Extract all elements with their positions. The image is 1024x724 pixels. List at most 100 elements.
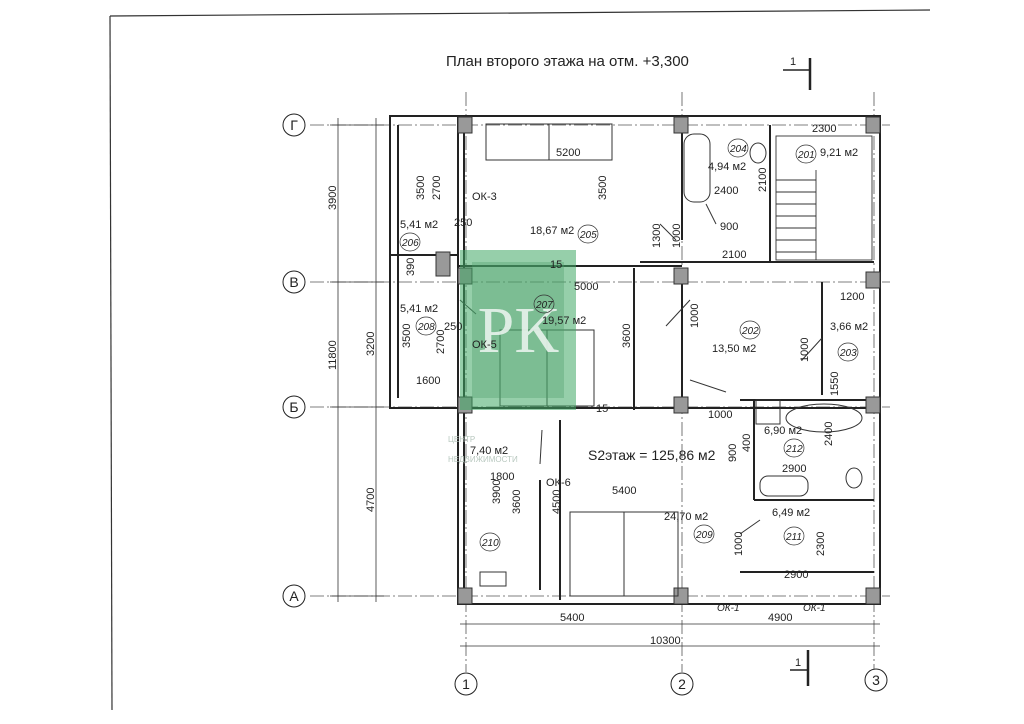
drawing-title: План второго этажа на отм. +3,300 xyxy=(446,53,689,70)
room-204-area: 4,94 м2 xyxy=(708,161,746,173)
svg-text:1000: 1000 xyxy=(671,224,683,248)
svg-text:1000: 1000 xyxy=(733,532,745,556)
svg-text:3500: 3500 xyxy=(415,176,427,200)
room-201-area: 9,21 м2 xyxy=(820,147,858,159)
window-ok1-b: ОК-1 xyxy=(803,603,826,614)
window-labels: ОК-3 ОК-5 ОК-6 xyxy=(472,191,571,489)
dim-3900: 3900 xyxy=(327,186,339,210)
svg-text:2100: 2100 xyxy=(757,168,769,192)
room-labels: 9,21 м2 201 13,50 м2 202 3,66 м2 203 4,9… xyxy=(400,144,868,549)
left-dimension-lines xyxy=(330,118,384,602)
room-206-area: 5,41 м2 xyxy=(400,219,438,231)
svg-text:1000: 1000 xyxy=(708,409,732,421)
room-208-number: 208 xyxy=(417,322,435,333)
axis-markers xyxy=(282,113,888,696)
svg-text:900: 900 xyxy=(720,221,738,233)
room-211-area: 6,49 м2 xyxy=(772,507,810,519)
svg-text:2900: 2900 xyxy=(782,463,806,475)
axis-label-v: В xyxy=(289,274,298,290)
svg-text:3600: 3600 xyxy=(511,490,523,514)
svg-text:4500: 4500 xyxy=(551,490,563,514)
doors xyxy=(459,203,823,535)
room-203-number: 203 xyxy=(839,348,857,359)
room-206-number: 206 xyxy=(401,238,419,249)
svg-text:3500: 3500 xyxy=(597,176,609,200)
axis-labels: Г В Б А 1 2 3 xyxy=(289,117,880,692)
room-208-area: 5,41 м2 xyxy=(400,303,438,315)
svg-text:5400: 5400 xyxy=(612,485,636,497)
svg-text:1800: 1800 xyxy=(490,471,514,483)
room-205-area: 18,67 м2 xyxy=(530,225,574,237)
svg-text:1600: 1600 xyxy=(416,375,440,387)
svg-text:250: 250 xyxy=(444,321,462,333)
svg-text:3600: 3600 xyxy=(621,324,633,348)
svg-text:5200: 5200 xyxy=(556,147,580,159)
svg-text:2300: 2300 xyxy=(815,532,827,556)
room-209-area: 24,70 м2 xyxy=(664,511,708,523)
axis-label-1: 1 xyxy=(462,676,470,692)
svg-text:2900: 2900 xyxy=(784,569,808,581)
dim-4700: 4700 xyxy=(365,488,377,512)
axis-label-a: А xyxy=(289,588,299,604)
window-ok5: ОК-5 xyxy=(472,339,497,351)
room-207-number: 207 xyxy=(535,300,553,311)
window-ok1-a: ОК-1 xyxy=(717,603,740,614)
bottom-dimension-lines xyxy=(460,623,880,647)
axis-label-b: Б xyxy=(289,399,298,415)
room-202-area: 13,50 м2 xyxy=(712,343,756,355)
room-201-number: 201 xyxy=(797,150,815,161)
interior-dimensions: 5200 3500 2700 3500 250 1300 1000 2300 2… xyxy=(401,123,864,581)
svg-text:2400: 2400 xyxy=(714,185,738,197)
axis-label-2: 2 xyxy=(678,676,686,692)
room-212-area: 6,90 м2 xyxy=(764,425,802,437)
svg-text:2700: 2700 xyxy=(431,176,443,200)
dim-3200: 3200 xyxy=(365,332,377,356)
dim-10300: 10300 xyxy=(650,635,681,647)
svg-text:1300: 1300 xyxy=(651,224,663,248)
room-209-number: 209 xyxy=(695,530,713,541)
window-ok3: ОК-3 xyxy=(472,191,497,203)
svg-text:2400: 2400 xyxy=(823,422,835,446)
svg-text:2700: 2700 xyxy=(435,330,447,354)
room-number-circles xyxy=(399,138,859,552)
axis-label-3: 3 xyxy=(872,672,880,688)
window-ok6: ОК-6 xyxy=(546,477,571,489)
svg-text:2100: 2100 xyxy=(722,249,746,261)
svg-text:3900: 3900 xyxy=(491,480,503,504)
room-211-number: 211 xyxy=(785,532,802,543)
svg-text:1: 1 xyxy=(795,657,801,669)
room-210-area: 7,40 м2 xyxy=(470,445,508,457)
watermark: РК ЦЕНТР НЕДВИЖИМОСТИ xyxy=(448,250,576,464)
section-mark-top: 1 xyxy=(783,56,812,90)
svg-text:2300: 2300 xyxy=(812,123,836,135)
svg-text:ЦЕНТР: ЦЕНТР xyxy=(448,435,475,444)
room-207-area: 19,57 м2 xyxy=(542,315,586,327)
svg-text:15: 15 xyxy=(596,403,608,415)
section-mark-bottom: 1 xyxy=(790,650,810,686)
svg-text:5000: 5000 xyxy=(574,281,598,293)
svg-text:400: 400 xyxy=(741,434,753,452)
svg-text:250: 250 xyxy=(454,217,472,229)
svg-text:15: 15 xyxy=(550,259,562,271)
svg-text:1: 1 xyxy=(790,56,796,68)
svg-text:1000: 1000 xyxy=(689,304,701,328)
room-203-area: 3,66 м2 xyxy=(830,321,868,333)
room-212-number: 212 xyxy=(785,444,803,455)
total-area-label: S2этаж = 125,86 м2 xyxy=(588,447,716,463)
room-205-number: 205 xyxy=(579,230,597,241)
svg-text:3500: 3500 xyxy=(401,324,413,348)
svg-text:390: 390 xyxy=(405,258,417,276)
bathroom-fixtures xyxy=(479,133,863,587)
svg-text:900: 900 xyxy=(727,444,739,462)
svg-text:1200: 1200 xyxy=(840,291,864,303)
dim-5400-bottom: 5400 xyxy=(560,612,584,624)
sheet-frame xyxy=(109,9,931,711)
svg-text:НЕДВИЖИМОСТИ: НЕДВИЖИМОСТИ xyxy=(448,455,518,464)
svg-text:РК: РК xyxy=(478,294,560,367)
room-204-number: 204 xyxy=(729,144,747,155)
dim-11800: 11800 xyxy=(327,340,339,370)
room-202-number: 202 xyxy=(741,326,759,337)
svg-text:1000: 1000 xyxy=(799,338,811,362)
staircase xyxy=(775,135,873,261)
